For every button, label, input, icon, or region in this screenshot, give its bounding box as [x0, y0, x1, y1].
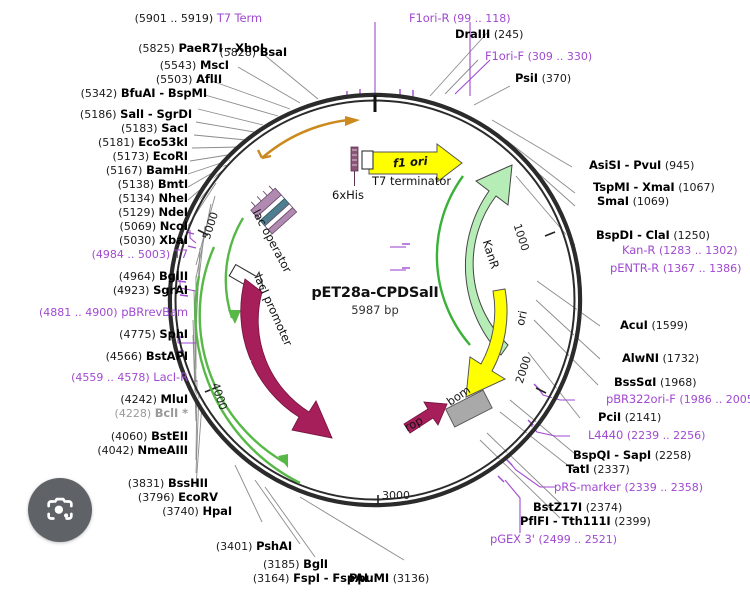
t7-arc-arrowhead	[345, 116, 360, 126]
site-label: (3796) EcoRV	[137, 490, 218, 505]
feature-lac-operator-glyph	[250, 185, 298, 235]
feature-f1-ori	[368, 142, 463, 184]
site-label: (5134) NheI	[118, 191, 188, 206]
site-label: (4242) MluI	[120, 392, 188, 407]
site-label: (5543) MscI	[159, 58, 229, 73]
feature-bom	[445, 389, 493, 428]
page-title: pET28a-CPDSalI	[311, 285, 439, 301]
feature-laci	[240, 278, 333, 439]
site-label: (5030) XbaI	[119, 233, 188, 248]
site-label: (5181) Eco53kI	[97, 135, 188, 150]
site-label: (4964) BglII	[118, 269, 188, 284]
site-label: (3831) BssHII	[127, 476, 208, 491]
site-label: pBR322ori-F (1986 .. 2005)	[606, 392, 750, 407]
site-label: (4566) BstAPI	[105, 349, 188, 364]
site-label: pENTR-R (1367 .. 1386)	[610, 261, 742, 276]
site-label: (4042) NmeAIII	[97, 443, 188, 458]
site-label: L4440 (2239 .. 2256)	[588, 428, 706, 443]
site-label: (5138) BmtI	[117, 177, 188, 192]
site-label: AsiSI - PvuI (945)	[589, 158, 695, 173]
ruler-ticks	[197, 229, 556, 505]
feature-kanr	[435, 164, 513, 356]
site-label: (5183) SacI	[121, 121, 188, 136]
site-label: (4984 .. 5003) T7	[91, 247, 188, 262]
feature-label-t7-terminator: T7 terminator	[372, 174, 452, 188]
site-label: F1ori-F (309 .. 330)	[485, 49, 593, 64]
google-lens-icon	[47, 497, 73, 520]
site-label: TatI (2337)	[566, 462, 630, 477]
site-label: (4228) BclI *	[114, 406, 189, 421]
site-label: DraIII (245)	[455, 27, 524, 42]
site-label: (5825) PaeR7I - XhoI	[138, 41, 264, 56]
site-label: (5186) SalI - SgrDI	[79, 107, 192, 122]
site-label: pRS-marker (2339 .. 2358)	[554, 480, 703, 495]
feature-6xhis-glyph	[350, 146, 359, 186]
leader-lines-purple	[177, 22, 575, 533]
laci-arc-arrowhead-1	[228, 310, 241, 324]
site-label: pGEX 3' (2499 .. 2521)	[490, 532, 618, 547]
site-label: (3740) HpaI	[162, 504, 232, 519]
site-label: BssSαI (1968)	[614, 375, 697, 390]
site-label: Kan-R (1283 .. 1302)	[622, 243, 738, 258]
ruler-label-3000: 3000	[382, 489, 410, 502]
site-label: F1ori-R (99 .. 118)	[409, 11, 511, 26]
site-label: (5342) BfuAI - BspMI	[80, 86, 208, 101]
site-label: PflFI - Tth111I (2399)	[520, 514, 651, 529]
site-label: (5828) BsaI	[219, 45, 288, 60]
site-label: BspDI - ClaI (1250)	[596, 228, 710, 243]
feature-t7-terminator-glyph	[361, 150, 374, 170]
site-label: (5173) EcoRI	[112, 149, 189, 164]
site-label: (4775) SphI	[119, 327, 188, 342]
site-label: (5069) NcoI	[119, 219, 189, 234]
site-label: (4060) BstEII	[110, 429, 188, 444]
google-lens-button[interactable]	[28, 478, 92, 542]
site-label: AlwNI (1732)	[622, 351, 700, 366]
site-label: SmaI (1069)	[597, 194, 670, 209]
feature-label-f1-ori: f1 ori	[392, 153, 428, 171]
site-label: (3164) FspI - FspAI	[252, 571, 368, 586]
site-label: PsiI (370)	[515, 71, 572, 86]
site-label: (4923) SgrAI	[112, 283, 188, 298]
feature-ori	[465, 288, 508, 398]
laci-regulation-arcs	[194, 217, 301, 485]
site-label: (5129) NdeI	[118, 205, 188, 220]
site-label: PpuMI (3136)	[349, 571, 430, 586]
site-label: (4881 .. 4900) pBRrevBam	[39, 305, 188, 320]
site-label: (5503) AflII	[155, 72, 222, 87]
plasmid-size: 5987 bp	[351, 303, 399, 317]
site-label: (3401) PshAI	[215, 539, 292, 554]
site-label: AcuI (1599)	[620, 318, 689, 333]
feature-label-6xhis: 6xHis	[332, 188, 364, 202]
site-label: TspMI - XmaI (1067)	[593, 180, 715, 195]
leader-lines-right	[429, 32, 601, 519]
site-label: PciI (2141)	[598, 410, 662, 425]
site-label: BspQI - SapI (2258)	[573, 448, 692, 463]
site-label: BstZ17I (2374)	[533, 500, 623, 515]
site-label: (5167) BamHI	[105, 163, 188, 178]
site-label: (3185) BglI	[262, 557, 328, 572]
feature-rop	[403, 401, 448, 434]
site-label: (4559 .. 4578) LacI-R	[71, 370, 188, 385]
t7-transcript-arc	[256, 118, 349, 160]
laci-arc-arrowhead-2	[278, 454, 288, 468]
site-label: (5901 .. 5919) T7 Term	[134, 11, 262, 26]
